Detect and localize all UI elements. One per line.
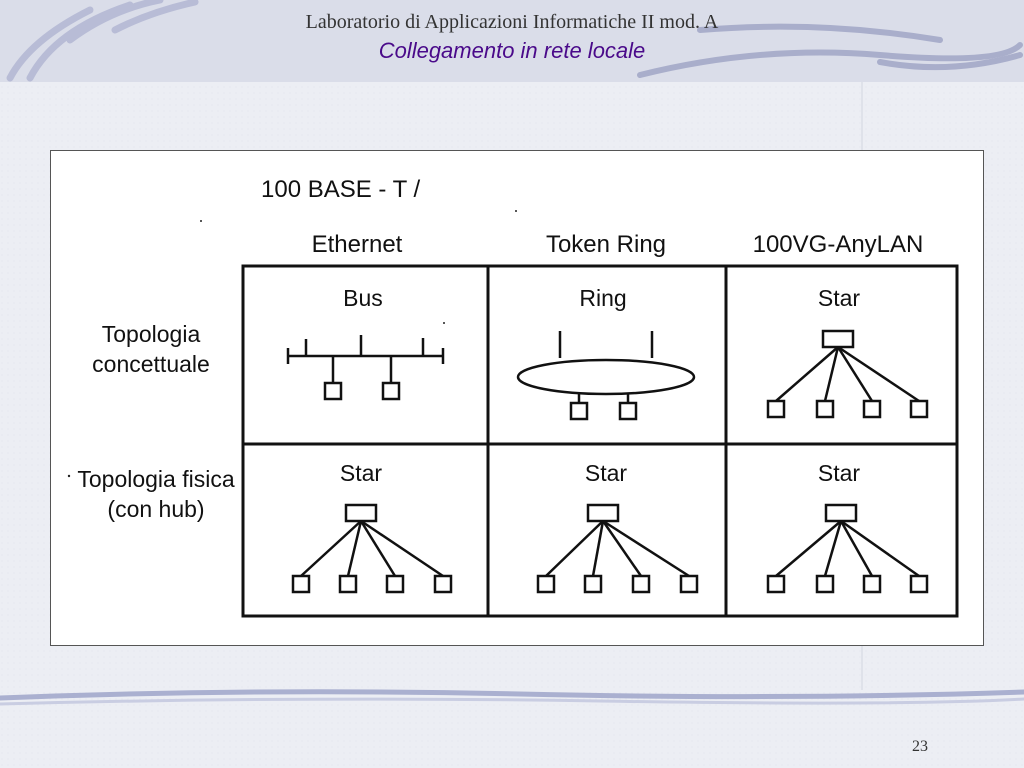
- column-header-token-ring: Token Ring: [545, 231, 667, 258]
- swoosh-decoration-top-right: [637, 23, 1023, 78]
- star-node-4: [679, 574, 699, 594]
- star-link: [359, 520, 397, 577]
- cell-title-bus: Bus: [343, 285, 383, 311]
- star-link: [545, 520, 604, 577]
- star-link: [775, 346, 839, 402]
- star-link: [360, 519, 444, 578]
- hub-box: [821, 329, 855, 349]
- star-node-3: [862, 574, 882, 594]
- page-number: 23: [912, 738, 928, 755]
- slide-header: Laboratorio di Applicazioni Informatiche…: [0, 0, 1024, 82]
- swoosh-decoration-top-left: [6, 0, 199, 82]
- cell-title-star-ethernet: Star: [339, 460, 383, 486]
- star-node-4: [909, 399, 929, 419]
- star-node-1: [766, 399, 786, 419]
- bus-topology-drawing: [286, 335, 445, 401]
- star-link: [823, 346, 840, 402]
- topology-diagram: [67, 210, 959, 618]
- hub-box: [344, 503, 378, 523]
- topology-figure: 100 BASE - T / Ethernet Token Ring 100VG…: [50, 150, 984, 646]
- star-anylan-physical: [766, 503, 929, 594]
- star-link: [346, 520, 363, 577]
- swoosh-decoration-bottom: [0, 689, 1024, 706]
- row-header-conceptual: Topologia concettuale: [92, 321, 210, 377]
- star-link: [775, 520, 842, 577]
- star-node-1: [291, 574, 311, 594]
- star-link: [823, 520, 843, 577]
- hub-box: [824, 503, 858, 523]
- topology-table-grid: [241, 264, 959, 618]
- star-link: [602, 519, 690, 578]
- star-link: [840, 519, 920, 578]
- star-node-2: [338, 574, 358, 594]
- figure-top-title: 100 BASE - T /: [261, 176, 421, 203]
- star-link: [591, 520, 605, 577]
- star-ethernet-physical: [291, 503, 453, 594]
- cell-title-ring: Ring: [579, 285, 627, 311]
- star-node-1: [536, 574, 556, 594]
- star-node-2: [815, 399, 835, 419]
- star-link: [839, 520, 874, 577]
- column-header-ethernet: Ethernet: [311, 231, 403, 258]
- star-node-1: [766, 574, 786, 594]
- star-anylan-conceptual: [766, 329, 929, 419]
- star-node-3: [385, 574, 405, 594]
- bus-node-1: [323, 381, 343, 401]
- star-topology-drawings: [291, 329, 929, 594]
- cell-title-star-token-ring: Star: [584, 460, 628, 486]
- scan-specks: [67, 210, 517, 478]
- star-link: [601, 520, 643, 577]
- star-node-4: [909, 574, 929, 594]
- star-node-3: [862, 399, 882, 419]
- cell-title-star-anylan-physical: Star: [817, 460, 861, 486]
- hub-box: [586, 503, 620, 523]
- cell-title-star-anylan: Star: [817, 285, 861, 311]
- star-link: [836, 346, 874, 402]
- star-link: [837, 345, 920, 403]
- column-header-100vg-anylan: 100VG-AnyLAN: [752, 231, 924, 258]
- bus-node-2: [381, 381, 401, 401]
- star-node-3: [631, 574, 651, 594]
- row-header-physical: Topologia fisica (con hub): [77, 466, 235, 522]
- ring-node-2: [618, 401, 638, 421]
- header-course-title: Laboratorio di Applicazioni Informatiche…: [305, 11, 719, 33]
- star-node-2: [583, 574, 603, 594]
- ring-topology-drawing: [516, 331, 696, 421]
- star-link: [300, 520, 362, 577]
- star-token-ring-physical: [536, 503, 699, 594]
- header-topic-title: Collegamento in rete locale: [378, 38, 646, 63]
- ring-node-1: [569, 401, 589, 421]
- star-node-4: [433, 574, 453, 594]
- star-node-2: [815, 574, 835, 594]
